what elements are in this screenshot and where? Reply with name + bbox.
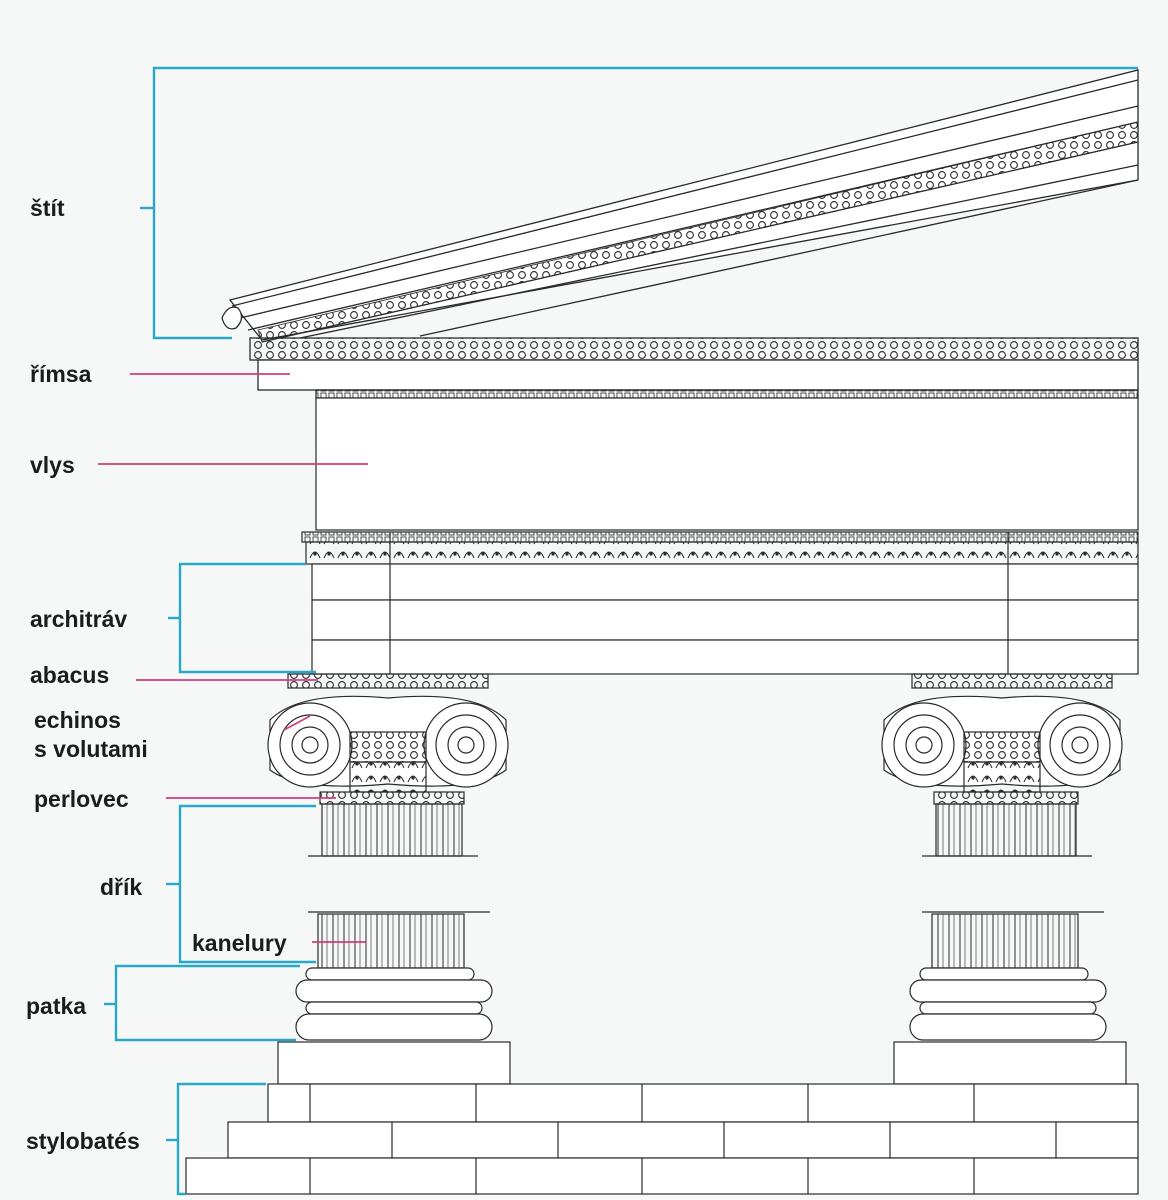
label-rimsa: římsa <box>30 361 92 387</box>
label-drik: dřík <box>100 874 143 900</box>
leader-echinos <box>283 715 311 731</box>
brackets <box>104 66 1138 1196</box>
label-kanelury: kanelury <box>192 930 287 956</box>
label-perlovec: perlovec <box>34 786 129 812</box>
label-stit: štít <box>30 195 65 221</box>
bracket-patka <box>114 964 300 1042</box>
stylobate <box>185 1083 1139 1195</box>
pediment <box>221 69 1139 343</box>
right-column <box>881 673 1127 1085</box>
label-patka: patka <box>26 993 87 1019</box>
left-column <box>267 673 511 1085</box>
label-architrav: architráv <box>30 606 128 632</box>
label-stylobates: stylobatés <box>26 1128 140 1154</box>
cornice <box>249 337 1139 399</box>
label-echinos-line1: echinos <box>34 707 121 733</box>
bracket-architrav <box>178 562 316 674</box>
bracket-stit <box>152 66 1138 340</box>
leader-lines <box>98 373 368 943</box>
architrave <box>301 531 1139 675</box>
label-vlys: vlys <box>30 452 75 478</box>
label-abacus: abacus <box>30 662 110 688</box>
frieze <box>315 397 1139 531</box>
label-echinos-line2: s volutami <box>34 736 148 762</box>
